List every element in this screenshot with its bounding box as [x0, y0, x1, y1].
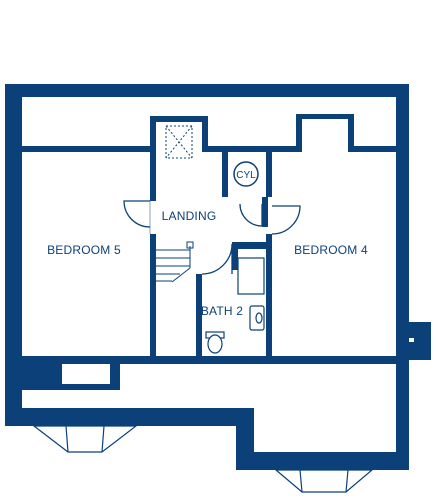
door-bedroom4 [271, 205, 301, 235]
room-label-bedroom4: BEDROOM 4 [294, 243, 368, 257]
lower-walls-redraw [22, 356, 396, 390]
bay-left [32, 425, 138, 453]
wall-bedroom4-top [348, 146, 396, 152]
staircase [156, 241, 194, 283]
cylinder-label: CYL [236, 170, 256, 181]
wall-bottom-right [236, 452, 409, 470]
bay-window-interior [302, 119, 348, 146]
wall-cyl-left [222, 146, 228, 197]
wall-bay-top [296, 114, 354, 119]
toilet-bowl [207, 334, 223, 354]
wall-landing-left-lower [150, 234, 156, 356]
door-cylinder [239, 203, 263, 227]
wall-skylight-right [202, 116, 208, 146]
room-label-landing: LANDING [162, 209, 217, 223]
door-bath [201, 243, 233, 275]
wall-right [396, 84, 409, 454]
wall-bath-left-lower [196, 274, 202, 358]
wall-stub-right [409, 322, 431, 360]
room-label-bedroom5: BEDROOM 5 [47, 243, 121, 257]
windows [62, 117, 348, 389]
skylight [165, 125, 193, 159]
interior-cutouts [22, 119, 396, 408]
wall-bath-left [232, 242, 238, 270]
wall-cyl-top [222, 146, 300, 152]
cylinder-symbol [233, 161, 259, 187]
doors [123, 200, 301, 275]
wall-bottom-left [5, 408, 250, 426]
wall-cyl-top-left [202, 146, 224, 152]
wall-layer [5, 84, 431, 470]
wall-bedroom5-top [22, 146, 152, 152]
bath-fittings [205, 257, 265, 354]
shower-tray [237, 257, 265, 295]
bay-projections [32, 425, 374, 493]
wall-bath-top [232, 242, 272, 249]
door-bedroom5 [123, 200, 151, 228]
room-label-bath2: BATH 2 [201, 304, 243, 318]
wall-bay-right [348, 114, 354, 152]
wall-bay-left [296, 114, 302, 152]
wall-top [5, 84, 409, 97]
bay-right [274, 469, 374, 493]
wall-landing-top [150, 116, 208, 122]
wall-bedroom4-left [266, 234, 272, 356]
wall-cyl-right [266, 146, 272, 197]
wall-landing-left [150, 116, 156, 201]
wall-left [5, 84, 22, 426]
